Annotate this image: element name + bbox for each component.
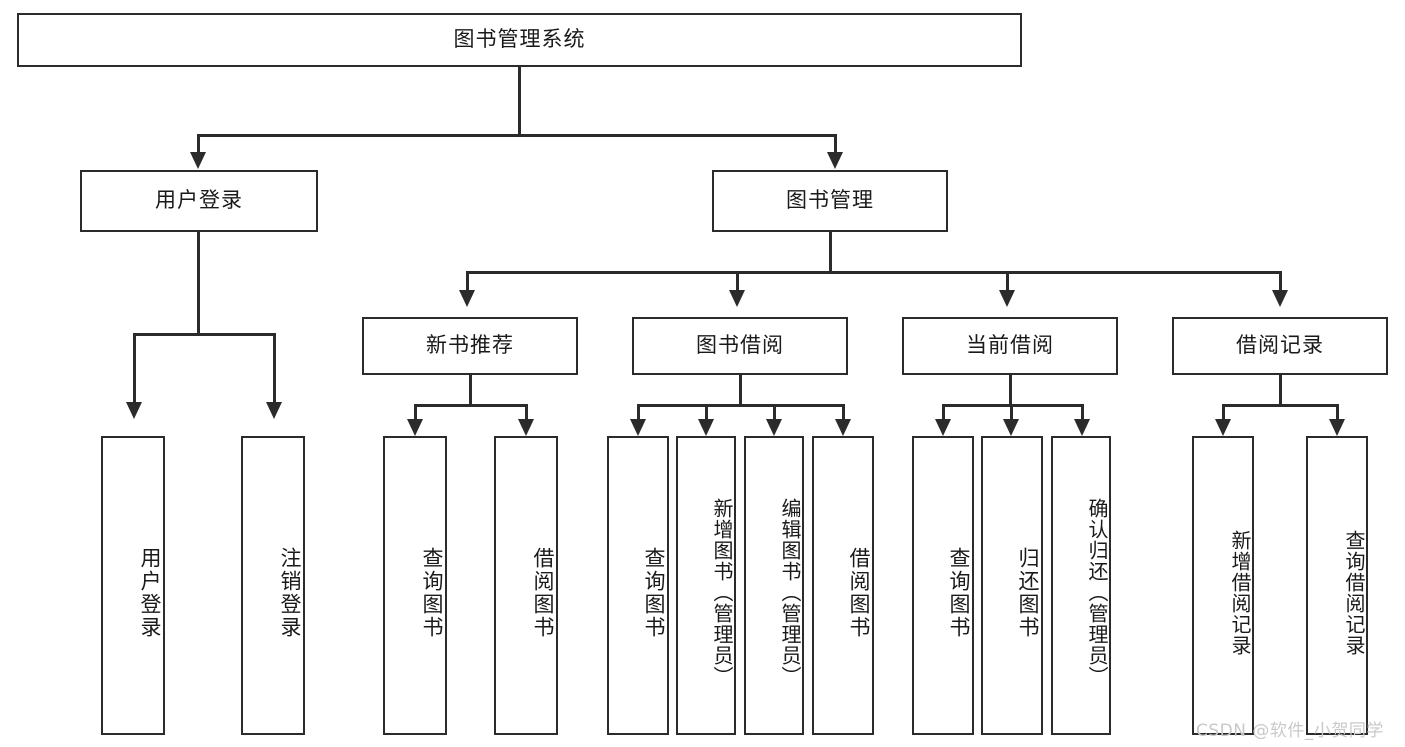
arrow-to-book-management [827,152,843,169]
node-label: 确认归还（管理员） [1085,498,1109,687]
connector-book-borrow-drop-1 [637,404,640,420]
connector-level3-drop-2 [736,271,739,293]
connector-level3-bus [466,271,1282,274]
arrow-to-leaf-borrow-book-2 [835,419,851,436]
node-label: 当前借阅 [966,333,1054,358]
connector-new-book-drop-1 [414,404,417,420]
connector-book-borrow-drop-3 [773,404,776,420]
node-label: 编辑图书（管理员） [778,498,802,687]
node-leaf-query-book-3[interactable]: 查询图书 [912,436,974,735]
connector-user-login-bus [133,333,276,336]
node-label: 新增借阅记录 [1228,529,1252,656]
node-label: 查询图书 [642,546,666,639]
connector-book-management-stem [829,232,832,274]
node-leaf-return-book[interactable]: 归还图书 [981,436,1043,735]
connector-new-book-drop-2 [525,404,528,420]
connector-level3-drop-4 [1279,271,1282,293]
node-user-login[interactable]: 用户登录 [80,170,318,232]
connector-new-book-stem [469,375,472,407]
node-label: 查询图书 [947,546,971,639]
arrow-to-leaf-user-logout [266,402,282,419]
node-label: 用户登录 [138,546,162,639]
connector-borrow-record-drop-2 [1336,404,1339,420]
node-label: 新增图书（管理员） [710,498,734,687]
connector-user-login-drop-1 [133,333,136,405]
connector-level3-drop-1 [466,271,469,293]
connector-new-book-bus [414,404,528,407]
connector-current-borrow-drop-2 [1010,404,1013,420]
arrow-to-leaf-query-book-2 [630,419,646,436]
node-book-borrow[interactable]: 图书借阅 [632,317,848,375]
node-leaf-add-record[interactable]: 新增借阅记录 [1192,436,1254,735]
node-leaf-user-logout[interactable]: 注销登录 [241,436,305,735]
connector-level2-bus [197,134,837,137]
node-label: 图书管理 [786,188,874,213]
connector-borrow-record-drop-1 [1222,404,1225,420]
node-label: 查询借阅记录 [1342,529,1366,656]
node-label: 注销登录 [278,546,302,639]
node-new-book-recommend[interactable]: 新书推荐 [362,317,578,375]
connector-level3-drop-3 [1006,271,1009,293]
arrow-to-new-book-recommend [459,290,475,307]
connector-borrow-record-stem [1279,375,1282,407]
connector-current-borrow-drop-3 [1081,404,1084,420]
connector-book-borrow-bus [637,404,845,407]
arrow-to-user-login [190,152,206,169]
node-label: 用户登录 [155,188,243,213]
node-leaf-user-login[interactable]: 用户登录 [101,436,165,735]
arrow-to-leaf-query-record [1329,419,1345,436]
node-leaf-confirm-return[interactable]: 确认归还（管理员） [1051,436,1111,735]
connector-user-login-stem [197,232,200,336]
arrow-to-borrow-record [1272,290,1288,307]
connector-borrow-record-bus [1222,404,1339,407]
arrow-to-leaf-query-book-1 [407,419,423,436]
connector-current-borrow-drop-1 [942,404,945,420]
connector-book-borrow-drop-2 [705,404,708,420]
arrow-to-leaf-user-login [126,402,142,419]
connector-book-borrow-stem [739,375,742,407]
connector-book-borrow-drop-4 [842,404,845,420]
node-leaf-borrow-book-1[interactable]: 借阅图书 [494,436,558,735]
node-leaf-edit-book[interactable]: 编辑图书（管理员） [744,436,804,735]
connector-current-borrow-stem [1009,375,1012,407]
node-leaf-add-book[interactable]: 新增图书（管理员） [676,436,736,735]
connector-root-stem [518,67,521,136]
connector-level2-drop-right [834,134,837,156]
node-leaf-borrow-book-2[interactable]: 借阅图书 [812,436,874,735]
node-label: 图书管理系统 [453,27,586,52]
arrow-to-book-borrow [729,290,745,307]
node-root-book-management-system[interactable]: 图书管理系统 [17,13,1022,67]
arrow-to-leaf-add-book [698,419,714,436]
node-current-borrow[interactable]: 当前借阅 [902,317,1118,375]
node-borrow-record[interactable]: 借阅记录 [1172,317,1388,375]
connector-current-borrow-bus [942,404,1084,407]
arrow-to-leaf-edit-book [766,419,782,436]
arrow-to-leaf-confirm-return [1074,419,1090,436]
node-leaf-query-book-2[interactable]: 查询图书 [607,436,669,735]
node-label: 借阅记录 [1236,333,1324,358]
node-label: 新书推荐 [426,333,514,358]
node-label: 图书借阅 [696,333,784,358]
connector-level2-drop-left [197,134,200,156]
arrow-to-leaf-return-book [1003,419,1019,436]
node-label: 查询图书 [420,546,444,639]
csdn-watermark: CSDN @软件_小贺同学 [1196,721,1384,741]
node-book-management[interactable]: 图书管理 [712,170,948,232]
arrow-to-current-borrow [999,290,1015,307]
arrow-to-leaf-add-record [1215,419,1231,436]
node-leaf-query-record[interactable]: 查询借阅记录 [1306,436,1368,735]
arrow-to-leaf-borrow-book-1 [518,419,534,436]
connector-user-login-drop-2 [273,333,276,405]
arrow-to-leaf-query-book-3 [935,419,951,436]
node-label: 借阅图书 [847,546,871,639]
node-label: 归还图书 [1016,546,1040,639]
node-label: 借阅图书 [531,546,555,639]
node-leaf-query-book-1[interactable]: 查询图书 [383,436,447,735]
